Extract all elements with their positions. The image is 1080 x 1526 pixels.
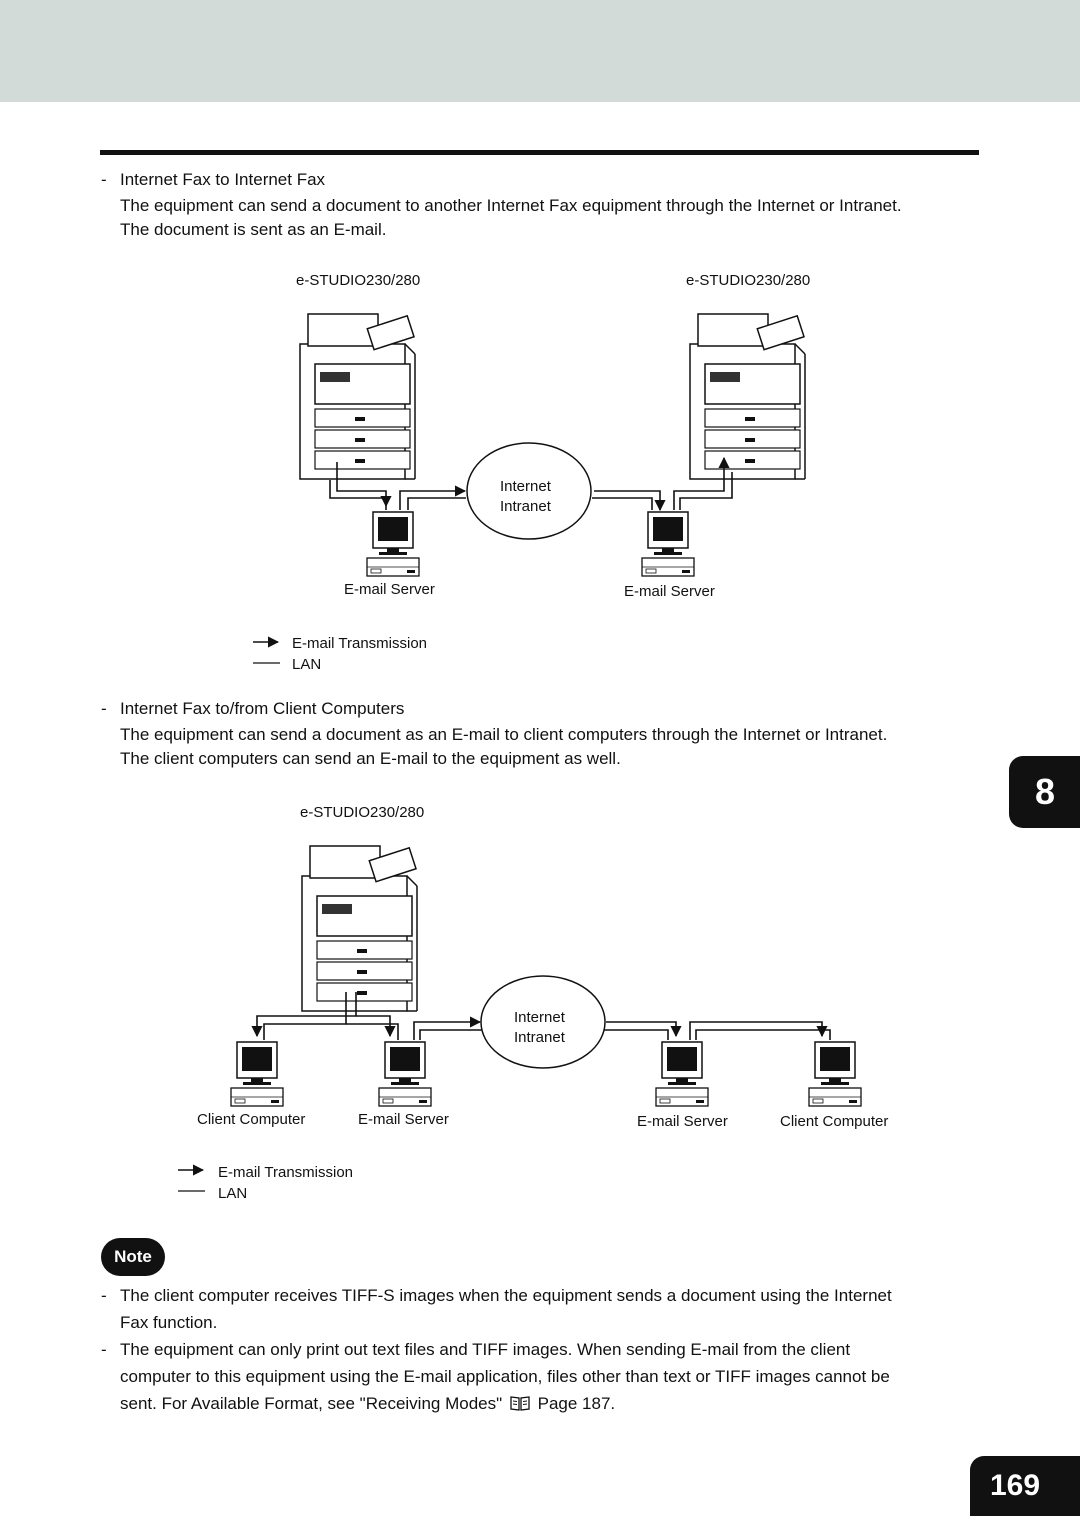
note-item2-line3-text: sent. For Available Format, see "Receivi… [120, 1394, 503, 1413]
section1-body-line2: The document is sent as an E-mail. [120, 220, 387, 239]
pc-icon [655, 1041, 709, 1107]
chapter-tab: 8 [1009, 756, 1080, 828]
cloud-label-line2: Intranet [500, 498, 552, 515]
pc-icon [808, 1041, 862, 1107]
section2-body-line2: The client computers can send an E-mail … [120, 749, 621, 768]
note-item2-line3: sent. For Available Format, see "Receivi… [120, 1392, 615, 1416]
pc-icon [230, 1041, 284, 1107]
device-label-right: e-STUDIO230/280 [686, 272, 810, 289]
bullet-dash: - [101, 1286, 107, 1305]
section2-heading: Internet Fax to/from Client Computers [120, 699, 405, 718]
note-item1-line1: The client computer receives TIFF-S imag… [120, 1286, 892, 1305]
client-label-right: Client Computer [780, 1113, 888, 1130]
section2-body-line1: The equipment can send a document as an … [120, 725, 888, 744]
pc-icon [366, 511, 420, 577]
device-label-left: e-STUDIO230/280 [296, 272, 420, 289]
bullet-dash: - [101, 699, 107, 718]
legend-transmission: E-mail Transmission [292, 635, 427, 652]
cloud-label-line1: Internet [500, 478, 552, 495]
copier-icon [301, 845, 418, 1012]
page-reference-link[interactable]: Page 187. [537, 1394, 616, 1413]
bullet-dash: - [101, 170, 107, 189]
legend-transmission: E-mail Transmission [218, 1164, 353, 1181]
pc-icon [378, 1041, 432, 1107]
book-icon[interactable] [510, 1395, 530, 1411]
section-rule [100, 150, 979, 155]
device-label: e-STUDIO230/280 [300, 804, 424, 821]
client-label-left: Client Computer [197, 1111, 305, 1128]
server-label-left: E-mail Server [358, 1111, 449, 1128]
header-band [0, 0, 1080, 102]
bullet-dash: - [101, 1340, 107, 1359]
diagram-internet-fax-client-computers: e-STUDIO230/280 Internet Intranet Client… [178, 804, 888, 1202]
copier-icon [689, 313, 806, 480]
section1-heading: Internet Fax to Internet Fax [120, 170, 326, 189]
cloud-label-line2: Intranet [514, 1029, 566, 1046]
pc-icon [641, 511, 695, 577]
note-item2-line1: The equipment can only print out text fi… [120, 1340, 851, 1359]
page-number: 169 [970, 1456, 1080, 1516]
diagram-internet-fax-to-internet-fax: e-STUDIO230/280 e-STUDIO230/280 Internet… [253, 272, 810, 673]
internet-cloud [466, 442, 592, 540]
cloud-label-line1: Internet [514, 1009, 566, 1026]
section1-body-line1: The equipment can send a document to ano… [120, 196, 902, 215]
note-item2-line2: computer to this equipment using the E-m… [120, 1367, 890, 1386]
server-label-right: E-mail Server [624, 583, 715, 600]
server-label-right: E-mail Server [637, 1113, 728, 1130]
legend-lan: LAN [218, 1185, 247, 1202]
note-item1-line2: Fax function. [120, 1313, 218, 1332]
server-label-left: E-mail Server [344, 581, 435, 598]
copier-icon [299, 313, 416, 480]
note-badge: Note [101, 1238, 165, 1276]
lan-lines [251, 992, 831, 1040]
lan-lines [329, 456, 733, 512]
legend-lan: LAN [292, 656, 321, 673]
